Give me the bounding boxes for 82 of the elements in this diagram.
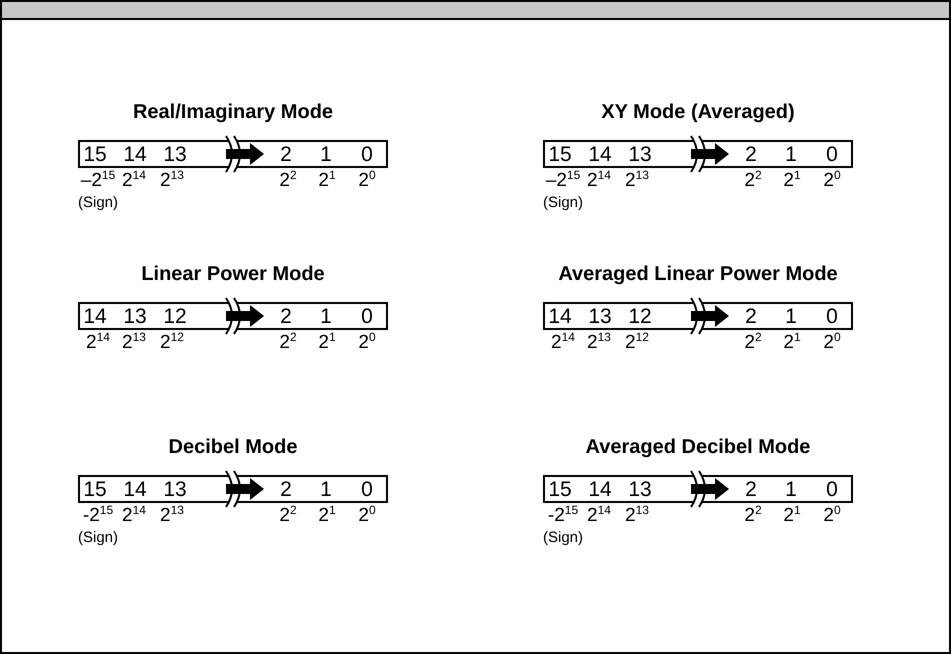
bit-weight: 2$^{2}$ — [744, 170, 762, 192]
bit-weight: 2$^{13}$ — [160, 505, 184, 527]
bit-number: 2 — [745, 305, 757, 329]
bit-number: 1 — [785, 478, 797, 502]
bit-weight: -2$^{15}$ — [82, 505, 114, 527]
bit-weight: 2$^{13}$ — [587, 332, 611, 354]
bit-weight: 2$^{0}$ — [358, 505, 376, 527]
bit-number: 2 — [745, 143, 757, 167]
bit-weight: 2$^{1}$ — [783, 332, 801, 354]
bit-number: 0 — [826, 478, 838, 502]
bit-number: 13 — [163, 143, 187, 167]
bit-weight: 2$^{1}$ — [318, 170, 336, 192]
bit-number: 12 — [628, 305, 652, 329]
bit-number: 1 — [320, 143, 332, 167]
mode-title: XY Mode (Averaged) — [600, 100, 796, 124]
bit-number: 14 — [588, 143, 612, 167]
mode-title: Averaged Linear Power Mode — [557, 262, 839, 286]
bit-number: 2 — [280, 478, 292, 502]
bit-number: 1 — [785, 143, 797, 167]
bit-number: 13 — [123, 305, 147, 329]
bit-number: 1 — [320, 305, 332, 329]
bit-weight: 2$^{14}$ — [551, 332, 575, 354]
bit-number: 2 — [280, 143, 292, 167]
bit-number: 12 — [163, 305, 187, 329]
bit-weight: -2$^{15}$ — [548, 505, 578, 527]
bit-number: 2 — [745, 478, 757, 502]
bit-number: 1 — [320, 478, 332, 502]
bit-weight: 2$^{0}$ — [358, 170, 376, 192]
bit-number: 15 — [83, 478, 107, 502]
bit-number: 14 — [83, 305, 107, 329]
bit-weight: 2$^{2}$ — [279, 332, 297, 354]
bit-weight: 2$^{1}$ — [318, 505, 336, 527]
bit-weight: 2$^{0}$ — [823, 332, 841, 354]
mode-title: Linear Power Mode — [140, 262, 326, 286]
bit-weight: 2$^{2}$ — [279, 170, 297, 192]
bit-number: 15 — [83, 143, 107, 167]
bit-weight: 2$^{14}$ — [587, 170, 611, 192]
bit-number: 13 — [628, 143, 652, 167]
sign-note: (Sign) — [543, 194, 584, 212]
bit-weight: 2$^{14}$ — [122, 505, 146, 527]
bit-weight: 2$^{13}$ — [160, 170, 184, 192]
mode-title: Real/Imaginary Mode — [132, 100, 334, 124]
bit-weight: 2$^{12}$ — [160, 332, 184, 354]
bit-number: 14 — [123, 478, 147, 502]
bit-weight: 2$^{2}$ — [279, 505, 297, 527]
bit-number: 14 — [588, 478, 612, 502]
sign-note: (Sign) — [78, 194, 118, 212]
bit-number: 14 — [548, 305, 572, 329]
bit-weight: 2$^{12}$ — [625, 332, 649, 354]
bit-number: 2 — [280, 305, 292, 329]
sign-note: (Sign) — [78, 529, 118, 547]
bit-weight: 2$^{14}$ — [86, 332, 110, 354]
mode-title: Decibel Mode — [168, 435, 298, 459]
bit-number: 0 — [361, 143, 373, 167]
bit-weight: 2$^{13}$ — [625, 170, 649, 192]
bit-weight: 2$^{14}$ — [587, 505, 611, 527]
bit-number: 15 — [548, 478, 572, 502]
bit-number: 13 — [628, 478, 652, 502]
bit-number: 15 — [548, 143, 572, 167]
bit-number: 13 — [588, 305, 612, 329]
bit-weight: 2$^{0}$ — [823, 505, 841, 527]
bit-number: 13 — [163, 478, 187, 502]
bit-number: 0 — [826, 143, 838, 167]
bit-weight: 2$^{1}$ — [318, 332, 336, 354]
bit-weight: 2$^{2}$ — [744, 332, 762, 354]
bit-weight: –2$^{15}$ — [80, 170, 116, 192]
bit-weight: 2$^{13}$ — [625, 505, 649, 527]
bit-number: 0 — [361, 305, 373, 329]
bit-weight: 2$^{1}$ — [783, 505, 801, 527]
bit-weight: 2$^{2}$ — [744, 505, 762, 527]
bit-weight: 2$^{1}$ — [783, 170, 801, 192]
bit-number: 1 — [785, 305, 797, 329]
bit-weight: 2$^{0}$ — [358, 332, 376, 354]
bit-number: 0 — [826, 305, 838, 329]
bit-number: 0 — [361, 478, 373, 502]
bit-number: 14 — [123, 143, 147, 167]
bit-weight: 2$^{14}$ — [122, 170, 146, 192]
mode-title: Averaged Decibel Mode — [584, 435, 812, 459]
sign-note: (Sign) — [543, 529, 584, 547]
bit-weight: 2$^{13}$ — [122, 332, 146, 354]
bit-weight: –2$^{15}$ — [546, 170, 580, 192]
bit-weight: 2$^{0}$ — [823, 170, 841, 192]
